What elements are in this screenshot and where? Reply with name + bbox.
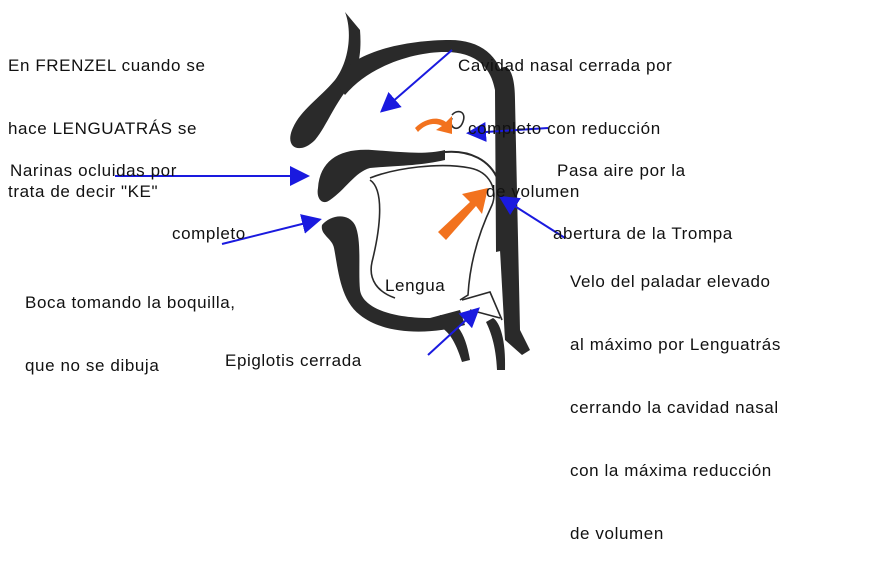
nasal-cavity-label: Cavidad nasal cerrada por completo con r… <box>458 13 672 244</box>
nasal-cavity-line: Cavidad nasal cerrada por <box>458 56 673 75</box>
nostrils-line: completo <box>172 224 246 243</box>
tube-air-line: Pasa aire por la <box>557 161 686 180</box>
velum-line: con la máxima reducción <box>570 461 772 480</box>
tongue-front <box>369 179 396 299</box>
hard-palate <box>317 149 445 203</box>
nasal-bridge <box>290 12 361 149</box>
velum-line: de volumen <box>570 524 664 543</box>
anatomy-diagram: En FRENZEL cuando se hace LENGUATRÁS se … <box>8 12 780 543</box>
velum-line: Velo del paladar elevado <box>570 272 771 291</box>
frenzel-note-line: trata de decir "KE" <box>8 182 159 201</box>
epiglottis <box>461 291 503 321</box>
velum-label: Velo del paladar elevado al máximo por L… <box>570 229 781 586</box>
sagittal-head-drawing <box>115 12 566 370</box>
arrow-nasal-cavity <box>379 49 453 113</box>
frenzel-note-label: En FRENZEL cuando se hace LENGUATRÁS se … <box>8 13 206 244</box>
frenzel-note-line: hace LENGUATRÁS se <box>8 119 198 138</box>
arrow-mouth <box>221 214 322 245</box>
neck <box>438 315 470 362</box>
frenzel-note-line: En FRENZEL cuando se <box>8 56 206 75</box>
mouth-label: Boca tomando la boquilla, que no se dibu… <box>25 250 236 418</box>
nasal-cavity-line: de volumen <box>486 182 580 201</box>
airflow-curved-arrow <box>415 116 452 134</box>
lower-lip <box>321 216 465 332</box>
velum-line: cerrando la cavidad nasal <box>570 398 779 417</box>
airflow-main-arrow <box>438 188 488 240</box>
arrow-tube-air <box>466 121 549 142</box>
nostrils-label: Narinas ocluidas por completo <box>10 118 246 286</box>
tube-air-label: Pasa aire por la abertura de la Trompa <box>553 118 733 286</box>
velum-line: al máximo por Lenguatrás <box>570 335 781 354</box>
nostrils-line: Narinas ocluidas por <box>10 161 177 180</box>
nasal-cavity-roof <box>335 40 505 252</box>
arrow-velum <box>498 195 566 239</box>
mouth-line: Boca tomando la boquilla, <box>25 293 236 312</box>
larynx-stump <box>486 318 506 370</box>
tube-air-line: abertura de la Trompa <box>553 224 733 243</box>
epiglottis-label: Epiglotis cerrada <box>225 351 362 370</box>
mouth-line: que no se dibuja <box>25 356 160 375</box>
nasal-cavity-line: completo con reducción <box>468 119 661 138</box>
tongue-label: Lengua <box>385 276 446 295</box>
arrow-epiglottis <box>427 307 480 356</box>
tongue-outline <box>369 164 495 301</box>
velum <box>444 150 499 181</box>
